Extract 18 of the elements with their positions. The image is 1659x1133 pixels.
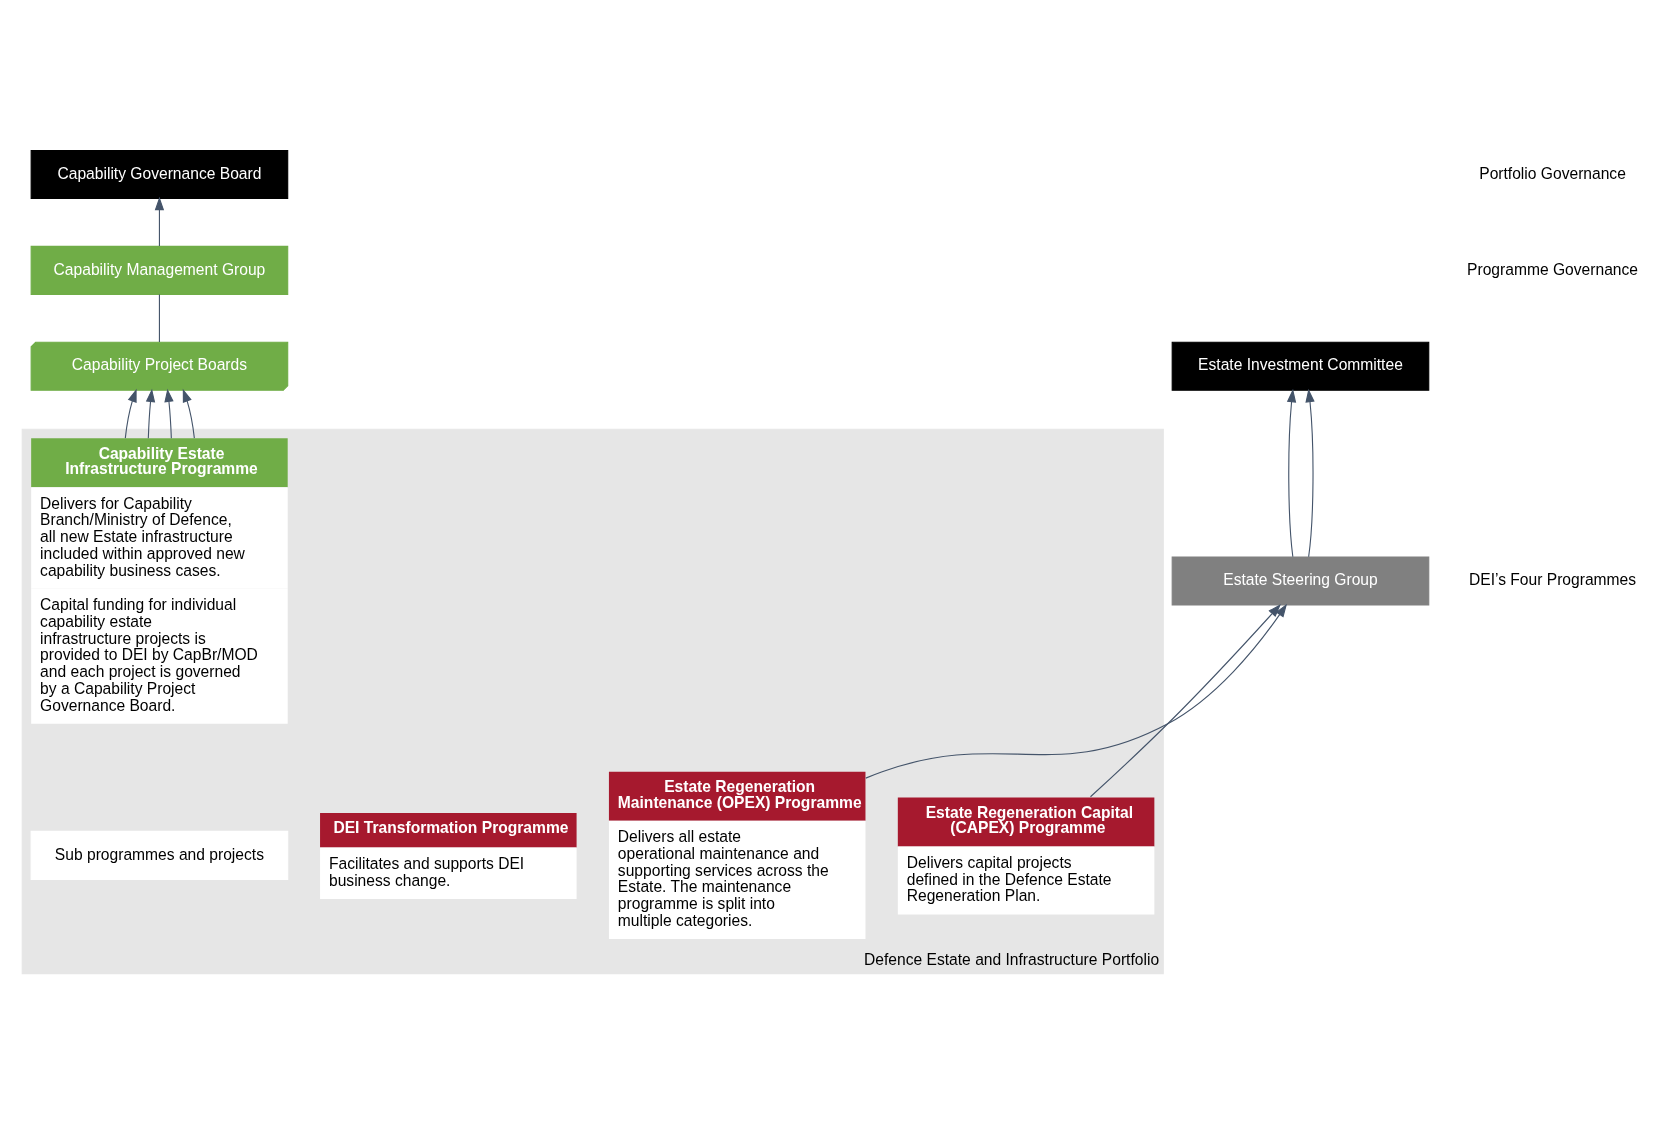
label: Programme Governance [1467, 260, 1639, 278]
arrow [154, 196, 165, 247]
arrow [1305, 388, 1315, 558]
node-box: Estate Steering Group [1171, 556, 1430, 606]
node-box: Capability Management Group [30, 245, 289, 295]
node-box: Capability Governance Board [30, 149, 289, 199]
arrow [124, 388, 137, 439]
arrow [1089, 603, 1281, 798]
node-box: Sub programmes and projects [30, 830, 289, 880]
arrow [1286, 388, 1297, 558]
label: Portfolio Governance [1479, 164, 1626, 182]
label: DEI’s Four Programmes [1468, 571, 1637, 589]
arrow [865, 603, 1288, 779]
arrow [164, 388, 174, 439]
connector [158, 293, 160, 343]
node-box: Estate Investment Committee [1171, 341, 1430, 391]
arrow [145, 388, 156, 439]
arrow [182, 388, 195, 439]
